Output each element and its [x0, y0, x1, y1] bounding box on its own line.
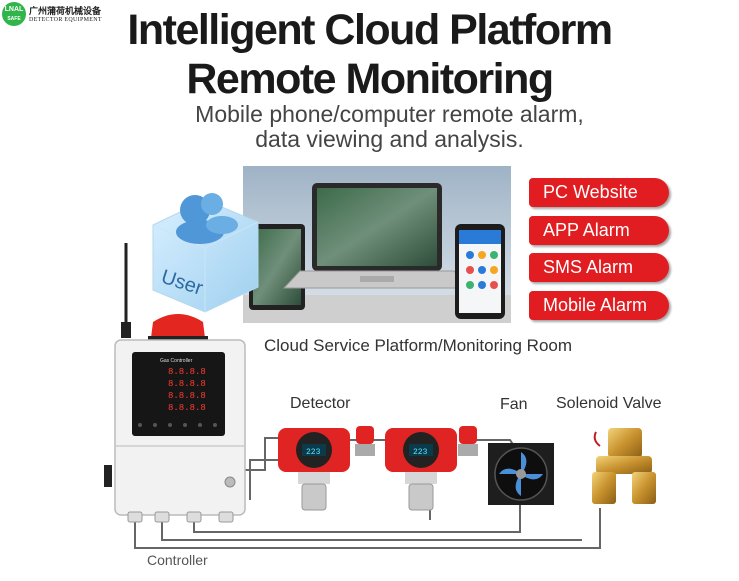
logo-badge-sub: SAFE [7, 16, 21, 22]
headline-line-1: Intelligent Cloud Platform [127, 6, 613, 54]
fan-icon [488, 443, 554, 505]
detector-display: 223 [413, 448, 428, 457]
tag-app-alarm: APP Alarm [529, 216, 669, 245]
detector-1: 223 [278, 426, 375, 511]
phone-icon [455, 224, 505, 319]
label-fan: Fan [500, 396, 528, 413]
tag-mobile-alarm: Mobile Alarm [529, 291, 669, 320]
controller-readout: 8.8.8.8 [168, 403, 206, 413]
controller-readout: 8.8.8.8 [168, 379, 206, 389]
company-logo: LNAL SAFE 广州蒲荷机械设备 DETECTOR EQUIPMENT [2, 2, 112, 28]
controller-readout: 8.8.8.8 [168, 391, 206, 401]
label-solenoid-valve: Solenoid Valve [556, 395, 662, 412]
label-controller: Controller [147, 552, 208, 568]
logo-company-en: DETECTOR EQUIPMENT [29, 17, 102, 23]
laptop-icon [282, 183, 472, 289]
label-detector: Detector [290, 395, 351, 412]
controller-readout: 8.8.8.8 [168, 367, 206, 377]
subheading-line-1: Mobile phone/computer remote alarm, [195, 101, 584, 127]
cloud-user-icon: User [152, 193, 259, 313]
controller-panel-header: Gas Controller [160, 358, 193, 364]
antenna-icon [121, 243, 131, 338]
logo-badge: LNAL SAFE [2, 2, 26, 26]
devices-photo [243, 166, 511, 323]
headline-line-2: Remote Monitoring [186, 55, 554, 103]
tag-pc-website: PC Website [529, 178, 669, 207]
valve-icon [592, 428, 656, 504]
subheading-line-2: data viewing and analysis. [255, 126, 524, 152]
logo-company-cn: 广州蒲荷机械设备 [29, 6, 102, 16]
logo-badge-text: LNAL [4, 6, 24, 13]
detector-display: 223 [306, 448, 321, 457]
detector-2: 223 [385, 426, 478, 511]
controller-box: Gas Controller 8.8.8.8 8.8.8.8 8.8.8.8 8… [104, 339, 246, 523]
label-cloud-platform: Cloud Service Platform/Monitoring Room [264, 336, 573, 355]
tag-sms-alarm: SMS Alarm [529, 253, 669, 282]
